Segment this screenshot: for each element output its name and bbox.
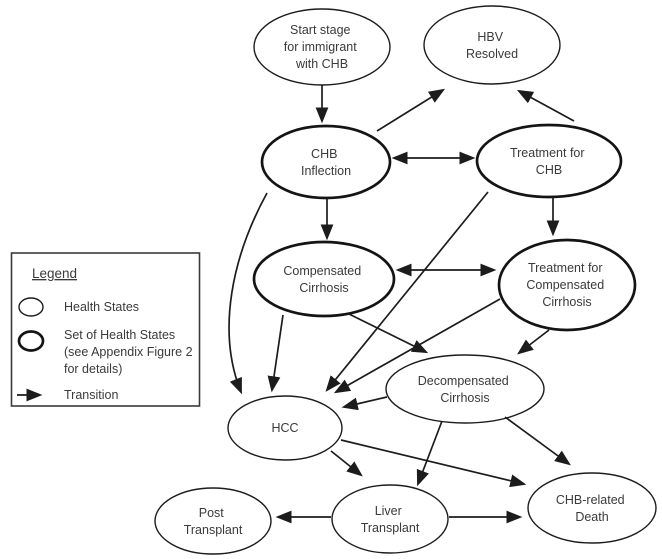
liver-transplant-label: Liver Transplant	[361, 504, 420, 535]
arrow-treatment-chb-to-hbv	[516, 89, 575, 122]
node-hcc: HCC	[227, 395, 343, 461]
node-decompensated-cirrhosis: Decompensated Cirrhosis	[385, 354, 545, 424]
chb-inflection-ellipse	[260, 124, 392, 200]
compensated-cirrhosis-label: Compensated Cirrhosis	[283, 264, 364, 295]
arrow-chb-to-hbv	[376, 88, 446, 132]
set-of-health-states-ellipse-icon	[17, 330, 45, 352]
hcc-label: HCC	[271, 421, 298, 435]
treatment-compensated-cirrhosis-label: Treatment for Compensated Cirrhosis	[526, 261, 607, 309]
chb-related-death-ellipse	[527, 472, 657, 544]
post-transplant-label: Post Transplant	[184, 506, 243, 537]
arrow-compensated-to-decompensated	[348, 313, 429, 354]
arrow-hcc-to-liver	[330, 450, 363, 477]
chb-related-death-label: CHB-related Death	[556, 493, 628, 524]
arrow-chb-to-hcc	[228, 192, 268, 395]
node-chb-related-death: CHB-related Death	[527, 472, 657, 544]
node-hbv-resolved: HBV Resolved	[423, 5, 561, 85]
start-stage-label: Start stage for immigrant with CHB	[284, 23, 360, 71]
arrow-decompensated-to-liver	[416, 420, 443, 487]
legend-health-states-label: Health States	[64, 300, 139, 314]
hbv-resolved-label: HBV Resolved	[466, 30, 518, 61]
node-liver-transplant: Liver Transplant	[331, 484, 449, 554]
legend-transition-label: Transition	[64, 388, 118, 402]
compensated-cirrhosis-ellipse	[252, 240, 396, 318]
arrow-hcc-to-death	[340, 439, 527, 488]
arrow-treatment-compensated-to-decompensated	[517, 329, 550, 355]
arrow-decompensated-to-death	[504, 416, 571, 466]
node-start-stage: Start stage for immigrant with CHB	[253, 8, 391, 86]
hcc-ellipse	[227, 395, 343, 461]
transition-arrows	[228, 85, 575, 524]
health-state-ellipse-icon	[18, 297, 44, 317]
arrow-decompensated-to-hcc	[341, 396, 388, 411]
node-treatment-chb: Treatment for CHB	[475, 123, 623, 199]
post-transplant-ellipse	[154, 487, 272, 555]
node-chb-inflection: CHB Inflection	[260, 124, 392, 200]
treatment-chb-label: Treatment for CHB	[510, 146, 588, 177]
chb-inflection-label: CHB Inflection	[301, 147, 351, 178]
legend-set-of-health-states-label: Set of Health States (see Appendix Figur…	[64, 328, 196, 376]
liver-transplant-ellipse	[331, 484, 449, 554]
hbv-resolved-ellipse	[423, 5, 561, 85]
node-compensated-cirrhosis: Compensated Cirrhosis	[252, 240, 396, 318]
arrow-compensated-to-hcc	[267, 314, 284, 393]
node-treatment-compensated-cirrhosis: Treatment for Compensated Cirrhosis	[497, 238, 637, 332]
treatment-compensated-cirrhosis-ellipse	[497, 238, 637, 332]
decompensated-cirrhosis-ellipse	[385, 354, 545, 424]
legend-title: Legend	[32, 266, 77, 281]
arrow-treatment-chb-to-hcc	[325, 191, 489, 392]
treatment-chb-ellipse	[475, 123, 623, 199]
legend: Legend Health States Set of Health State…	[10, 252, 201, 407]
legend-box	[10, 252, 201, 407]
node-post-transplant: Post Transplant	[154, 487, 272, 555]
decompensated-cirrhosis-label: Decompensated Cirrhosis	[418, 374, 513, 405]
